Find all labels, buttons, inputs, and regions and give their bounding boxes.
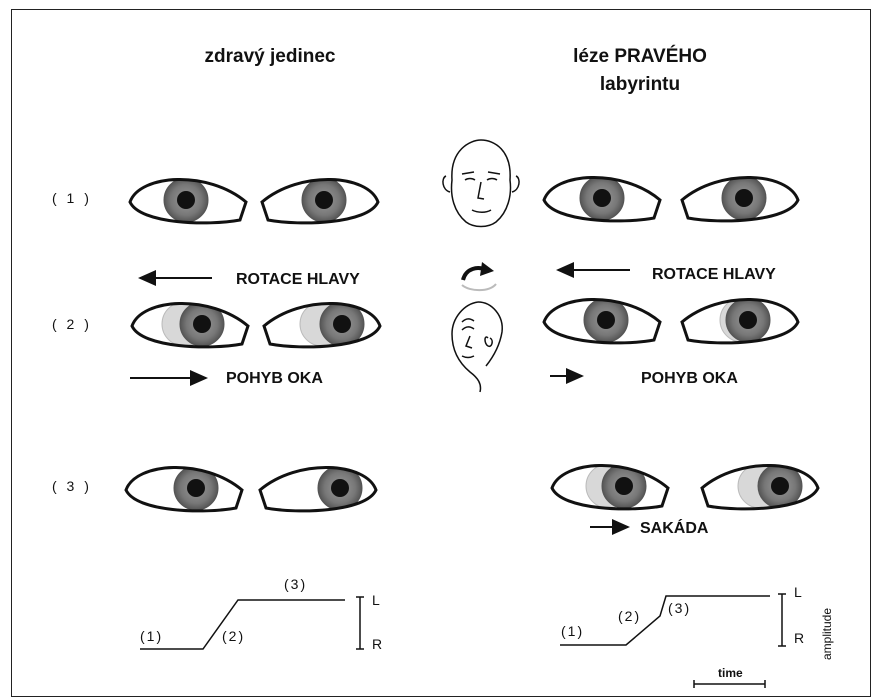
eye-right-r3-b [700, 464, 820, 511]
title-lesion-line2: labyrintu [599, 74, 681, 95]
eye-right-r2-b [680, 298, 800, 345]
figure-frame [11, 9, 871, 697]
head-profile-icon [451, 301, 503, 393]
row-number-2: ( 2 ) [52, 316, 92, 332]
graph-right-time-label: time [718, 666, 743, 680]
row-number-1: ( 1 ) [52, 190, 92, 206]
eye-left-r3-b [258, 466, 378, 513]
eye-left-r1-b [260, 178, 380, 225]
rotation-arrow-icon [461, 262, 497, 292]
eye-left-r3-a [124, 466, 244, 513]
eye-right-r1-b [680, 176, 800, 223]
title-lesion-line1: léze PRAVÉHO [573, 46, 707, 67]
eye-left-r2-b [262, 302, 382, 349]
graph-left-seg1: (1) [140, 628, 164, 644]
graph-right-seg2: (2) [618, 608, 642, 624]
graph-right-axis-top: L [794, 584, 804, 600]
graph-left-axis-bottom: R [372, 636, 385, 652]
right-eye-motion-label: POHYB OKA [641, 370, 738, 387]
graph-left-axis-top: L [372, 592, 382, 608]
graph-right-trace [560, 595, 770, 646]
eye-left-r2-a [130, 302, 250, 349]
eye-left-r1-a [128, 178, 248, 225]
graph-left-seg2: (2) [222, 628, 246, 644]
eye-right-r3-a [550, 464, 670, 511]
left-rotation-label: ROTACE HLAVY [236, 271, 360, 288]
head-front-icon [442, 139, 520, 228]
graph-left-seg3: (3) [284, 576, 308, 592]
right-saccade-label: SAKÁDA [640, 520, 709, 537]
row-number-3: ( 3 ) [52, 478, 92, 494]
graph-right-seg3: (3) [668, 600, 692, 616]
left-eye-motion-label: POHYB OKA [226, 370, 323, 387]
title-healthy: zdravý jedinec [204, 46, 336, 67]
graph-right-seg1: (1) [561, 623, 585, 639]
eye-right-r2-a [542, 298, 662, 345]
graph-left-trace [140, 599, 345, 650]
right-rotation-label: ROTACE HLAVY [652, 266, 776, 283]
graph-right-axis-bottom: R [794, 630, 807, 646]
eye-right-r1-a [542, 176, 662, 223]
